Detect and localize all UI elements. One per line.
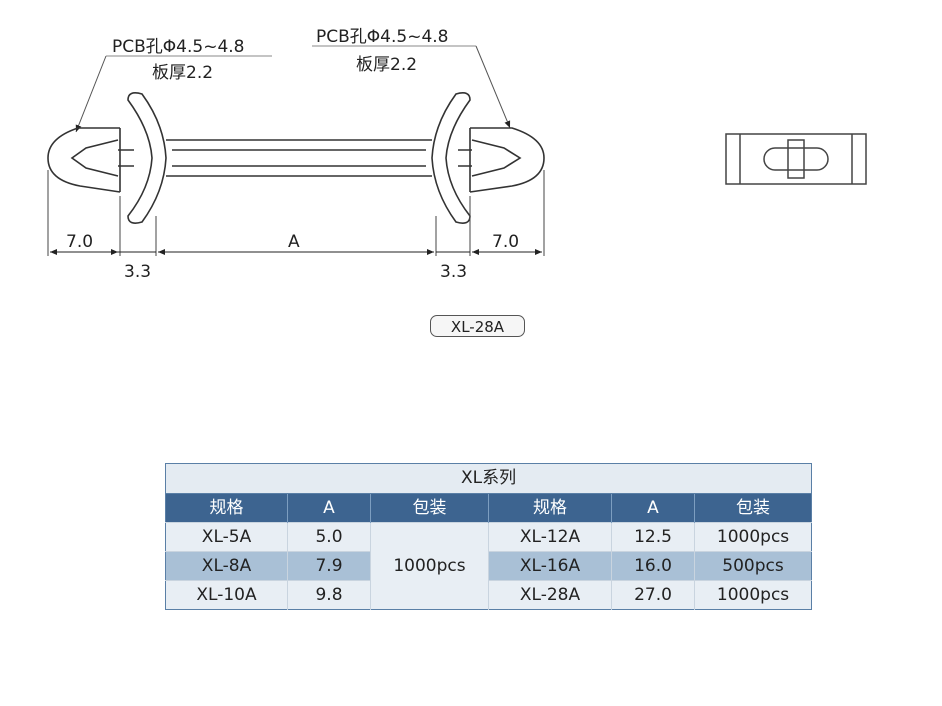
cell-packaging: 1000pcs [694, 580, 812, 610]
cell-a: 9.8 [287, 580, 371, 610]
right-flange [431, 92, 471, 224]
leader-arrow-right [475, 45, 511, 129]
cell-spec: XL-28A [488, 580, 612, 610]
right-snap-slots [458, 128, 472, 192]
cell-spec: XL-12A [488, 522, 612, 552]
board-thickness-note-left: 板厚2.2 [152, 63, 213, 83]
dim-body-a: A [288, 232, 300, 252]
dim-left-flange: 3.3 [124, 262, 151, 282]
cell-a: 27.0 [611, 580, 695, 610]
end-view [725, 133, 867, 185]
cell-a: 5.0 [287, 522, 371, 552]
right-snap-inner [471, 139, 522, 177]
model-tag: XL-28A [430, 315, 525, 337]
cell-packaging: 500pcs [694, 551, 812, 581]
table-row: XL-10A 9.8 XL-28A 27.0 1000pcs [165, 580, 812, 610]
header-pack-right: 包装 [694, 493, 812, 523]
header-pack-left: 包装 [370, 493, 489, 523]
header-a-right: A [611, 493, 695, 523]
end-view-frame [725, 133, 867, 185]
left-snap-inner [70, 139, 119, 177]
dim-left-tip: 7.0 [66, 232, 93, 252]
cell-spec: XL-16A [488, 551, 612, 581]
left-flange [127, 92, 167, 224]
cell-packaging-merged: 1000pcs [370, 522, 489, 610]
pcb-hole-note-right: PCB孔Φ4.5~4.8 [316, 27, 448, 47]
dim-right-tip: 7.0 [492, 232, 519, 252]
pcb-hole-note-left: PCB孔Φ4.5~4.8 [112, 37, 244, 57]
cell-a: 7.9 [287, 551, 371, 581]
end-view-slot [763, 147, 829, 171]
right-snap-tip [469, 127, 545, 193]
table-row: XL-5A 5.0 1000pcs XL-12A 12.5 1000pcs [165, 522, 812, 610]
left-snap-slots [118, 128, 134, 192]
cell-a: 16.0 [611, 551, 695, 581]
dim-right-flange: 3.3 [440, 262, 467, 282]
cell-spec: XL-5A [165, 522, 288, 552]
spacer-support-part [47, 92, 545, 224]
cell-packaging: 1000pcs [694, 522, 812, 552]
table-title: XL系列 [165, 463, 812, 494]
cell-a: 12.5 [611, 522, 695, 552]
xl-series-spec-table: XL系列 规格 A 包装 规格 A 包装 XL-5A 5.0 1000pcs X… [165, 463, 813, 610]
extension-lines [47, 170, 545, 256]
header-spec-right: 规格 [488, 493, 612, 523]
end-view-center-tab [787, 139, 805, 179]
left-snap-tip [47, 127, 121, 193]
spacer-body [166, 139, 432, 177]
header-a-left: A [287, 493, 371, 523]
table-row: XL-8A 7.9 XL-16A 16.0 500pcs [165, 551, 812, 581]
board-thickness-note-right: 板厚2.2 [356, 55, 417, 75]
header-spec-left: 规格 [165, 493, 288, 523]
cell-spec: XL-10A [165, 580, 288, 610]
leader-arrow-left [75, 55, 107, 133]
cell-spec: XL-8A [165, 551, 288, 581]
